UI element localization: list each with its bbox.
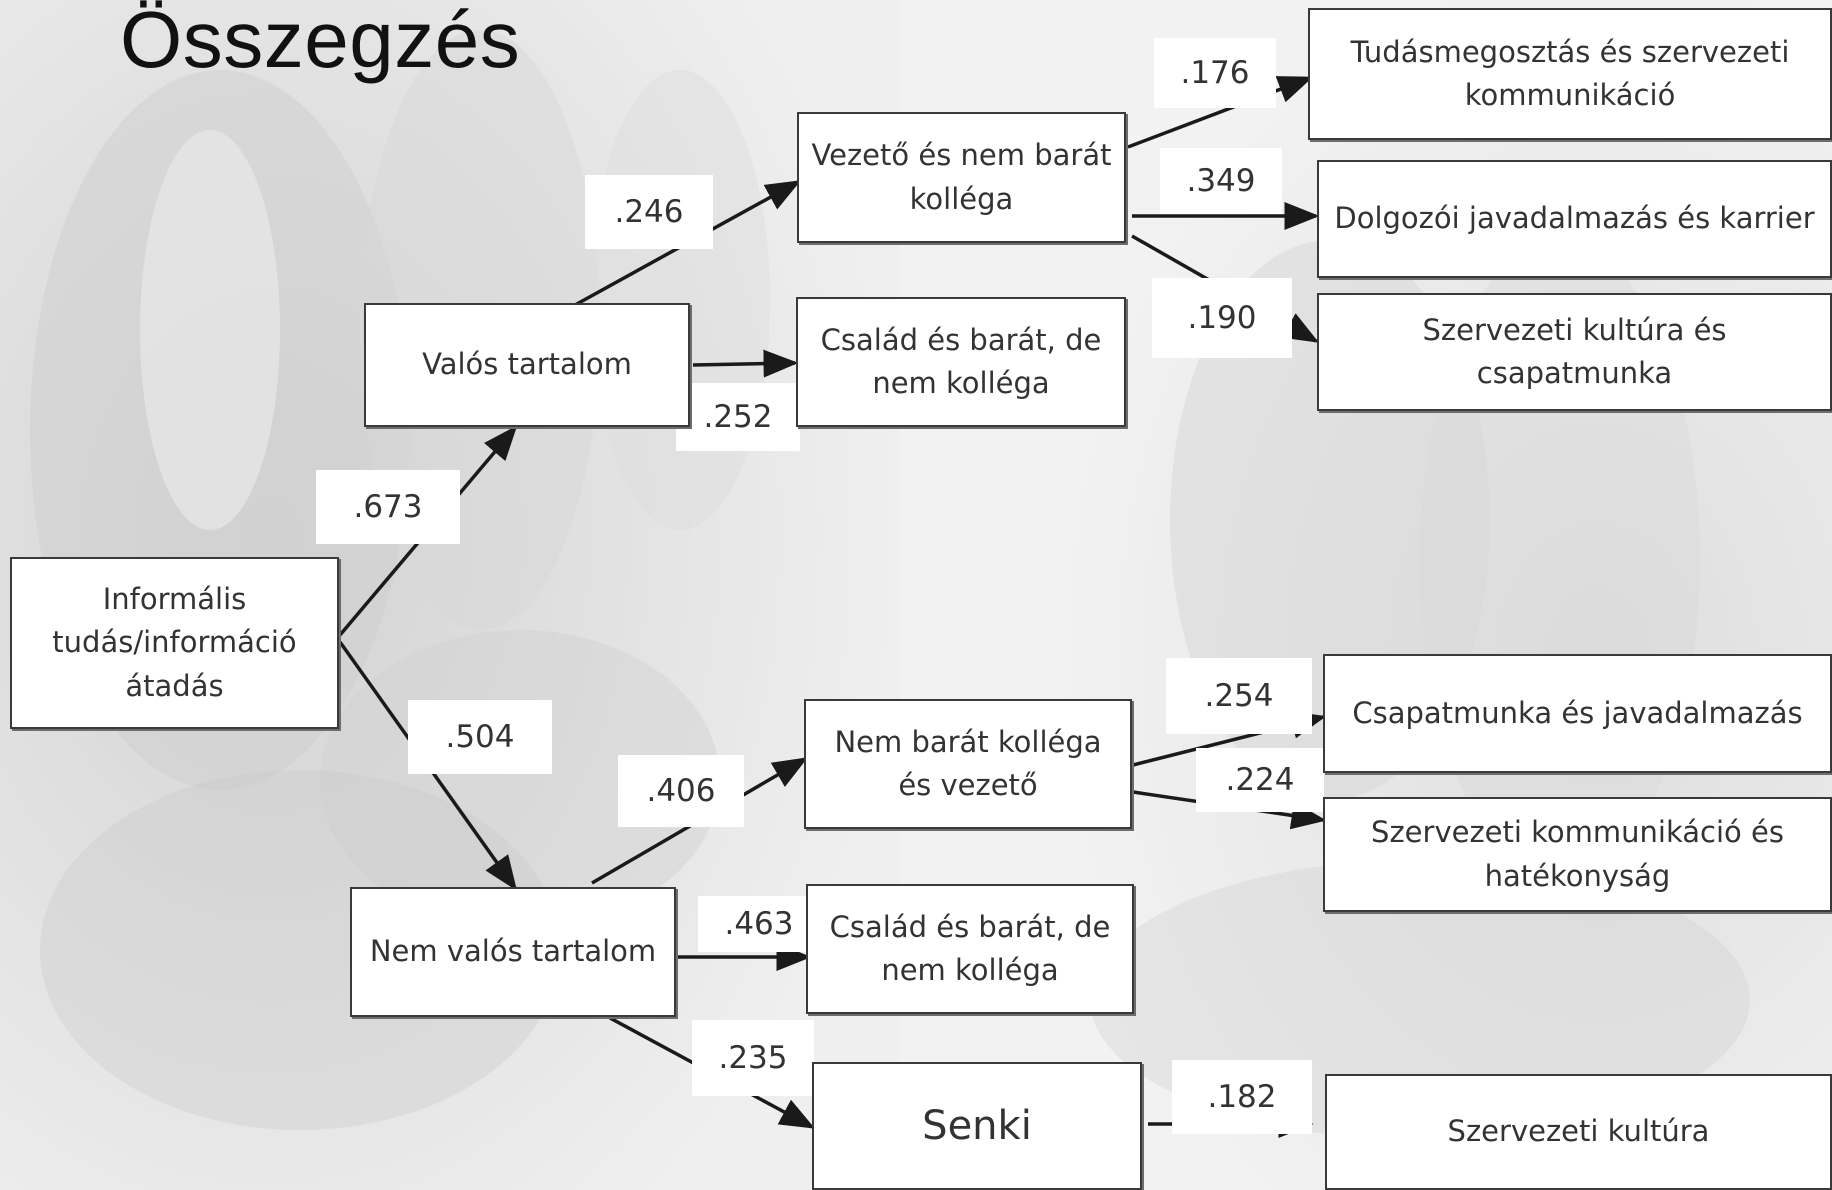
coef-colleague-teamwork: .254: [1166, 658, 1312, 734]
node-nobody: Senki: [812, 1062, 1142, 1190]
coef-unreal-colleague: .406: [618, 755, 744, 827]
coef-leader-knowledge: .176: [1154, 38, 1276, 108]
page-title: Összegzés: [120, 0, 521, 84]
node-family-friend-1: Család és barát, de nem kolléga: [796, 297, 1126, 427]
node-knowledge-sharing: Tudásmegosztás és szervezeti kommunikáci…: [1308, 8, 1832, 140]
node-communication-efficiency: Szervezeti kommunikáció és hatékonyság: [1323, 797, 1832, 912]
node-culture: Szervezeti kultúra: [1325, 1074, 1832, 1190]
arrow-real-family: [692, 349, 799, 378]
arrow-leader-knowledge: [1127, 76, 1314, 149]
node-real-content: Valós tartalom: [364, 303, 690, 427]
coef-root-unreal: .504: [408, 700, 552, 774]
coef-root-real: .673: [316, 470, 460, 544]
node-leader-colleague: Vezető és nem barát kolléga: [797, 112, 1126, 243]
coef-real-leader: .246: [585, 175, 713, 249]
coef-leader-reward: .349: [1160, 148, 1282, 214]
coef-leader-culture: .190: [1152, 278, 1292, 358]
node-family-friend-2: Család és barát, de nem kolléga: [806, 884, 1134, 1014]
coef-unreal-nobody: .235: [692, 1020, 814, 1096]
node-unreal-content: Nem valós tartalom: [350, 887, 676, 1017]
node-root: Informális tudás/információ átadás: [10, 557, 339, 729]
node-teamwork-reward: Csapatmunka és javadalmazás: [1323, 654, 1832, 773]
node-colleague-leader: Nem barát kolléga és vezető: [804, 699, 1132, 829]
coef-unreal-family: .463: [698, 896, 820, 952]
coef-colleague-communication: .224: [1196, 748, 1324, 812]
coef-real-family: .252: [676, 383, 800, 451]
coef-nobody-culture: .182: [1172, 1060, 1312, 1134]
node-culture-teamwork: Szervezeti kultúra és csapatmunka: [1317, 293, 1832, 411]
node-reward-career: Dolgozói javadalmazás és karrier: [1317, 160, 1832, 278]
